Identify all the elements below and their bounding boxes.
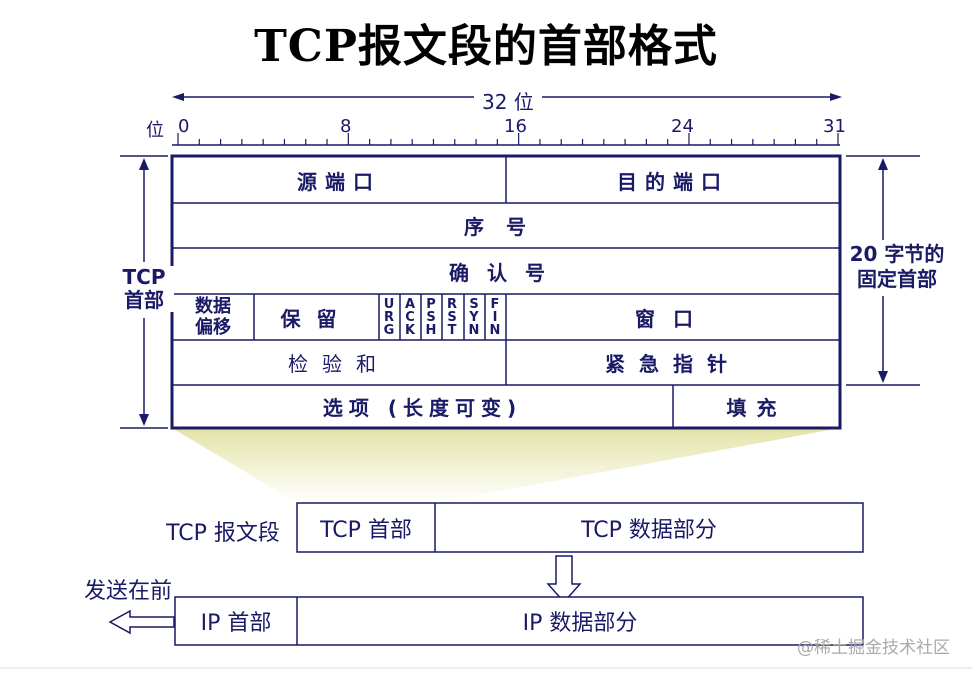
flag-letter: K — [404, 323, 416, 338]
ruler-tick-8: 8 — [340, 116, 352, 137]
flag-letter: S — [426, 310, 436, 325]
ruler-ticks — [177, 133, 839, 145]
ip-data-cell: IP 数据部分 — [522, 611, 638, 636]
tcp-segment-label: TCP 报文段 — [166, 520, 280, 546]
checksum-field: 检验和 — [288, 352, 390, 376]
ruler-arrow-right — [830, 93, 842, 101]
flag-letter: H — [425, 323, 437, 338]
data-offset-line: 偏移 — [195, 317, 231, 338]
flag-letter: N — [468, 323, 480, 338]
flag-letter: P — [426, 297, 436, 312]
brace-label-line: 20 字节的 — [849, 242, 945, 266]
send-arrow — [108, 609, 175, 635]
destination-port-field: 目的端口 — [617, 170, 729, 194]
ruler-span-label: 32 位 — [474, 86, 542, 115]
flag-letter: C — [405, 310, 415, 325]
ruler-bit-label: 位 — [146, 120, 164, 141]
tcp-segment-box — [296, 502, 864, 553]
brace-label-line: 固定首部 — [857, 267, 937, 291]
left-brace — [120, 155, 168, 429]
brace-label-line: 首部 — [124, 288, 164, 312]
down-arrow — [546, 555, 582, 604]
funnel-shape — [172, 428, 840, 503]
flag-letter: Y — [469, 310, 479, 325]
ruler-tick-0: 0 — [178, 116, 190, 137]
tcp-header-brace-label: TCP 首部 — [114, 266, 174, 312]
flag-letter: R — [446, 297, 457, 312]
ruler-tick-16: 16 — [504, 116, 527, 137]
flag-letter: S — [447, 310, 457, 325]
flag-letter: R — [383, 310, 394, 325]
brace-label-line: TCP — [122, 265, 166, 289]
flag-letter: A — [404, 297, 416, 312]
flag-letter: G — [383, 323, 395, 338]
flag-letter: F — [490, 297, 500, 312]
fixed-header-brace-label: 20 字节的 固定首部 — [842, 242, 952, 292]
flag-letter: S — [469, 297, 479, 312]
reserved-field: 保留 — [280, 306, 353, 331]
tcp-data-cell: TCP 数据部分 — [581, 517, 717, 543]
sequence-number-field: 序号 — [464, 215, 548, 239]
flag-letter: T — [447, 323, 457, 338]
data-offset-line: 数据 — [195, 296, 231, 317]
window-field: 窗口 — [635, 306, 711, 331]
flag-letter: I — [492, 310, 498, 325]
watermark: @稀土掘金技术社区 — [797, 638, 950, 658]
ip-header-cell: IP 首部 — [200, 611, 272, 636]
source-port-field: 源端口 — [297, 170, 381, 194]
right-brace — [846, 155, 920, 386]
diagram-title: TCP报文段的首部格式 — [254, 21, 718, 72]
tcp-header-cell: TCP 首部 — [320, 517, 412, 543]
ack-number-field: 确认号 — [449, 260, 563, 285]
flag-letter: N — [489, 323, 501, 338]
ruler-arrow-left — [172, 93, 184, 101]
ip-packet-box — [174, 596, 864, 646]
options-field: 选项 (长度可变) — [322, 396, 523, 420]
send-first-label: 发送在前 — [84, 579, 173, 604]
data-offset-field: 数据 偏移 — [172, 294, 254, 340]
flag-letter: U — [383, 297, 395, 312]
ruler-tick-31: 31 — [823, 116, 846, 137]
ruler-tick-24: 24 — [671, 116, 694, 137]
row-lines — [172, 156, 840, 428]
urgent-pointer-field: 紧急指针 — [605, 352, 741, 376]
padding-field: 填充 — [726, 396, 787, 420]
